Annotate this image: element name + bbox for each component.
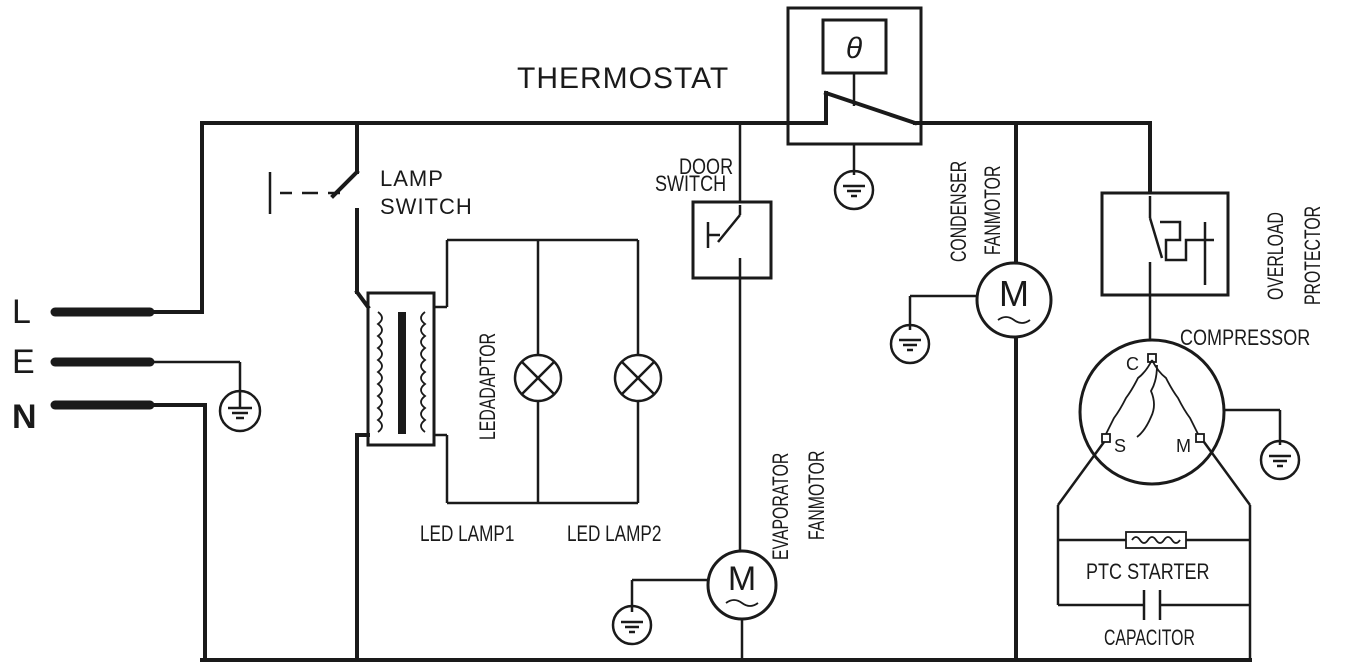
terminal-m-label: M	[1176, 436, 1191, 456]
thermostat: θ THERMOSTAT	[517, 6, 923, 175]
terminal-s-label: S	[1114, 436, 1126, 456]
capacitor: CAPACITOR	[1058, 590, 1250, 651]
led-lamps: LED LAMP1 LED LAMP2	[420, 238, 663, 547]
led-adaptor: LEDADAPTOR	[354, 240, 501, 662]
terminal-c-label: C	[1126, 354, 1139, 374]
compressor-icon	[1078, 338, 1226, 486]
lamp-switch-label-line1: LAMP	[380, 166, 444, 191]
condenser-label-line2: FANMOTOR	[982, 166, 1006, 255]
led-lamp1-label: LED LAMP1	[420, 522, 514, 547]
evaporator-motor-symbol: M	[728, 560, 756, 598]
condenser-fan-motor: M CONDENSER FANMOTOR	[908, 121, 1053, 662]
door-switch-label-line1: DOOR	[679, 155, 733, 179]
compressor-label: COMPRESSOR	[1180, 326, 1310, 350]
evaporator-label-line1: EVAPORATOR	[770, 453, 794, 560]
evaporator-label-line2: FANMOTOR	[806, 451, 830, 540]
thermostat-label: THERMOSTAT	[517, 62, 729, 95]
ground-icon-evaporator	[611, 604, 653, 646]
ptc-starter-label: PTC STARTER	[1086, 560, 1210, 584]
thermostat-sensor	[821, 18, 888, 75]
ground-icon-thermostat	[833, 169, 875, 211]
ground-icon-e	[218, 389, 262, 433]
condenser-label-line1: CONDENSER	[948, 161, 972, 262]
led-lamp2-label: LED LAMP2	[567, 522, 661, 547]
overload-label-line2: PROTECTOR	[1302, 206, 1326, 305]
ptc-resistor-icon	[1125, 531, 1187, 549]
evaporator-fan-motor: M EVAPORATOR FANMOTOR	[630, 451, 830, 660]
overload-protector: OVERLOAD PROTECTOR	[1100, 121, 1326, 355]
lamp-switch-label-line2: SWITCH	[380, 194, 473, 219]
condenser-motor-symbol: M	[999, 273, 1029, 314]
main-wiring	[148, 121, 1252, 662]
led-lamp2-icon	[613, 353, 663, 403]
power-leads: L E N	[12, 293, 155, 436]
theta-icon: θ	[846, 32, 863, 65]
compressor: COMPRESSOR C S M	[1056, 326, 1310, 660]
door-switch: DOOR SWITCH	[655, 123, 773, 552]
wire-label-e: E	[12, 343, 35, 381]
ptc-starter: PTC STARTER	[1058, 531, 1250, 584]
wire-label-l: L	[12, 293, 31, 331]
lamp-switch: LAMP SWITCH	[268, 121, 473, 294]
wire-label-n: N	[12, 398, 37, 436]
capacitor-label: CAPACITOR	[1104, 627, 1195, 651]
overload-label-line1: OVERLOAD	[1265, 212, 1289, 300]
led-adaptor-label: LEDADAPTOR	[477, 333, 501, 440]
led-lamp1-icon	[513, 353, 563, 403]
ground-icon-compressor	[1259, 439, 1301, 481]
door-switch-label-line2: SWITCH	[655, 172, 726, 196]
door-switch-box	[691, 200, 773, 280]
ground-icon-condenser	[889, 323, 931, 365]
condenser-motor-icon	[975, 261, 1053, 339]
